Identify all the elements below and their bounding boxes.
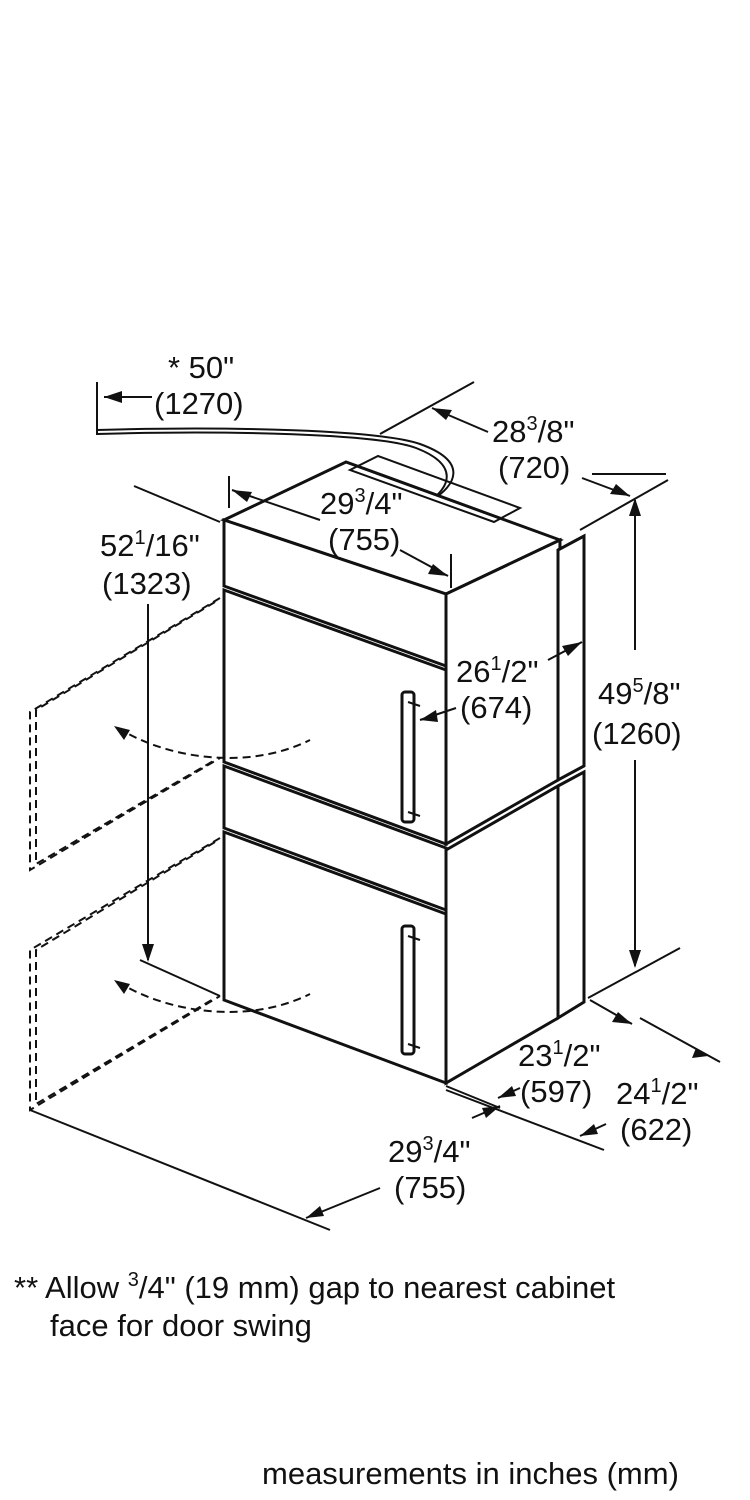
cabinet-height-mm: (1260) <box>592 716 682 751</box>
total-height-in: 521/16" <box>100 527 200 563</box>
top-width-in: 293/4" <box>320 485 402 521</box>
dim-body-depth: 231/2" (597) <box>518 1037 600 1109</box>
footnote-line2: face for door swing <box>50 1308 312 1343</box>
units-note: measurements in inches (mm) <box>262 1456 679 1491</box>
dim-top-depth: 283/8" (720) <box>492 413 574 485</box>
body-depth-in: 231/2" <box>518 1037 600 1073</box>
top-depth-in: 283/8" <box>492 413 574 449</box>
dim-total-height: 521/16" (1323) <box>100 527 200 601</box>
footnote: ** Allow 3/4" (19 mm) gap to nearest cab… <box>14 1269 615 1343</box>
appliance-body <box>219 454 586 1086</box>
total-height-mm: (1323) <box>102 566 192 601</box>
top-width-mm: (755) <box>328 522 400 557</box>
door-offset-mm: (674) <box>460 690 532 725</box>
cord-length-mm: (1270) <box>154 386 244 421</box>
dim-bottom-width: 293/4" (755) <box>388 1133 470 1205</box>
overall-depth-mm: (622) <box>620 1112 692 1147</box>
dim-overall-depth: 241/2" (622) <box>616 1075 698 1147</box>
dim-cabinet-height: 495/8" (1260) <box>592 675 682 751</box>
body-depth-mm: (597) <box>520 1074 592 1109</box>
dim-top-width: 293/4" (755) <box>320 485 402 557</box>
bottom-width-in: 293/4" <box>388 1133 470 1169</box>
dim-cord-length: * 50" (1270) <box>154 350 244 421</box>
overall-depth-in: 241/2" <box>616 1075 698 1111</box>
footnote-line1: ** Allow 3/4" (19 mm) gap to nearest cab… <box>14 1269 615 1305</box>
top-depth-mm: (720) <box>498 450 570 485</box>
cord-length-in: * 50" <box>168 350 234 385</box>
dim-door-offset: 261/2" (674) <box>456 653 538 725</box>
dimension-lines <box>29 381 721 1231</box>
cabinet-height-in: 495/8" <box>598 675 680 711</box>
door-swing-outline <box>29 597 311 1112</box>
door-offset-in: 261/2" <box>456 653 538 689</box>
bottom-width-mm: (755) <box>394 1170 466 1205</box>
